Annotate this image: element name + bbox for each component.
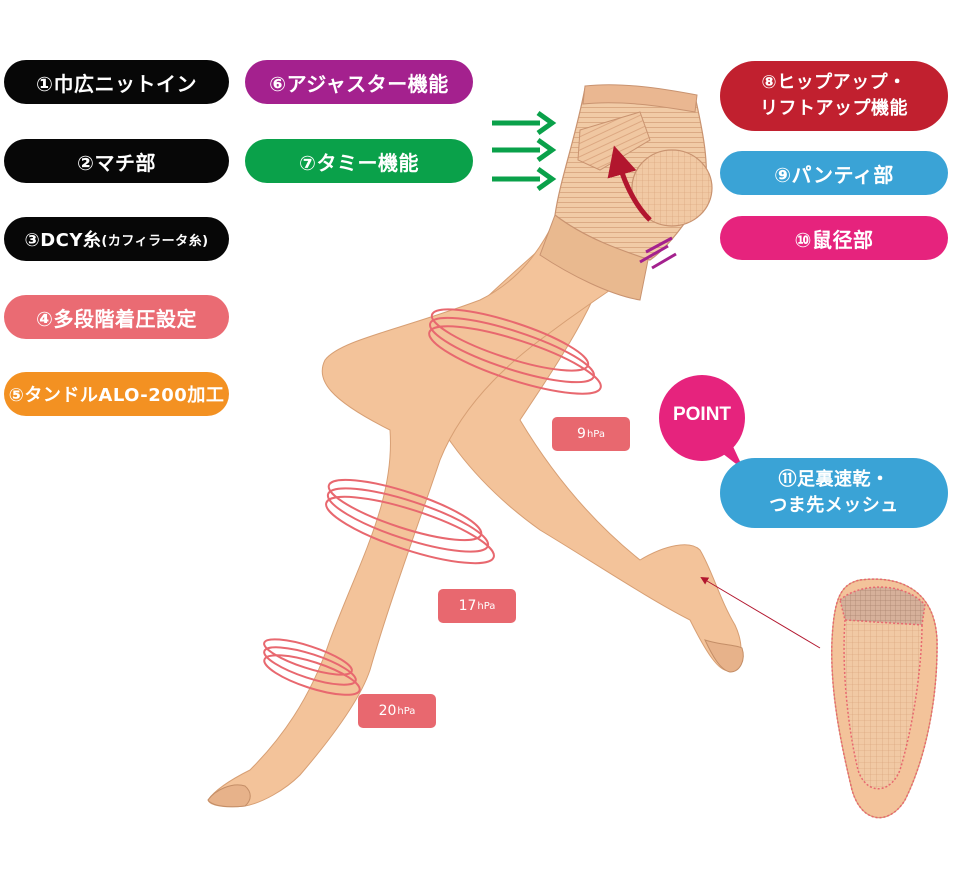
feature-sole-quick-dry: ⑪足裏速乾・ つま先メッシュ: [720, 458, 948, 528]
feature-label: ⑨パンティ部: [774, 162, 894, 187]
pressure-value: 17: [458, 598, 477, 614]
point-bubble: [659, 375, 745, 461]
feature-tummy: ⑦タミー機能: [245, 139, 473, 183]
feature-label: ①巾広ニットイン: [36, 71, 197, 96]
feature-label: ②マチ部: [77, 150, 156, 175]
feature-label-line1: ⑪足裏速乾・: [778, 469, 890, 490]
feature-label: ⑤タンドルALO-200加工: [8, 385, 225, 406]
pressure-unit: hPa: [397, 705, 416, 717]
ankle-compression-rings: [263, 638, 361, 696]
sole-illustration: [830, 578, 938, 819]
feature-label: ⑩鼠径部: [794, 227, 874, 252]
feature-label-line1: ⑧ヒップアップ・: [761, 72, 907, 93]
pressure-value: 9: [577, 426, 586, 442]
hip-mesh: [631, 149, 713, 227]
hipup-arrow: [607, 145, 652, 222]
feature-label: ③DCY糸: [24, 230, 102, 251]
sole-pointer-line: [700, 576, 821, 649]
waistband: [582, 84, 698, 113]
feature-label: ⑥アジャスター機能: [269, 71, 449, 96]
back-toe: [704, 639, 744, 673]
feature-label-line2: つま先メッシュ: [769, 495, 899, 516]
feature-label-line2: リフトアップ機能: [760, 98, 908, 119]
feature-tandol-processing: ⑤タンドルALO-200加工: [4, 372, 229, 416]
pressure-unit: hPa: [477, 600, 496, 612]
feature-panty: ⑨パンティ部: [720, 151, 948, 195]
point-label: POINT: [672, 404, 732, 425]
pressure-value: 20: [378, 703, 397, 719]
feature-groin: ⑩鼠径部: [720, 216, 948, 260]
gusset-arrows: [639, 236, 677, 270]
front-heel: [207, 784, 251, 808]
feature-adjuster: ⑥アジャスター機能: [245, 60, 473, 104]
feature-dcy-yarn: ③DCY糸(カフィラータ糸): [4, 217, 229, 261]
feature-graduated-compression: ④多段階着圧設定: [4, 295, 229, 339]
thigh-compression-rings: [428, 308, 602, 395]
welt-band: [539, 214, 651, 301]
pressure-unit: hPa: [586, 428, 605, 440]
feature-hip-up: ⑧ヒップアップ・ リフトアップ機能: [720, 61, 948, 131]
feature-label: ④多段階着圧設定: [36, 306, 197, 331]
feature-gusset: ②マチ部: [4, 139, 229, 183]
calf-compression-rings: [325, 478, 495, 565]
feature-sublabel: (カフィラータ糸): [101, 233, 209, 249]
tummy-arrows: [492, 110, 557, 192]
feature-wide-knit-in: ①巾広ニットイン: [4, 60, 229, 104]
feature-label: ⑦タミー機能: [299, 150, 419, 175]
